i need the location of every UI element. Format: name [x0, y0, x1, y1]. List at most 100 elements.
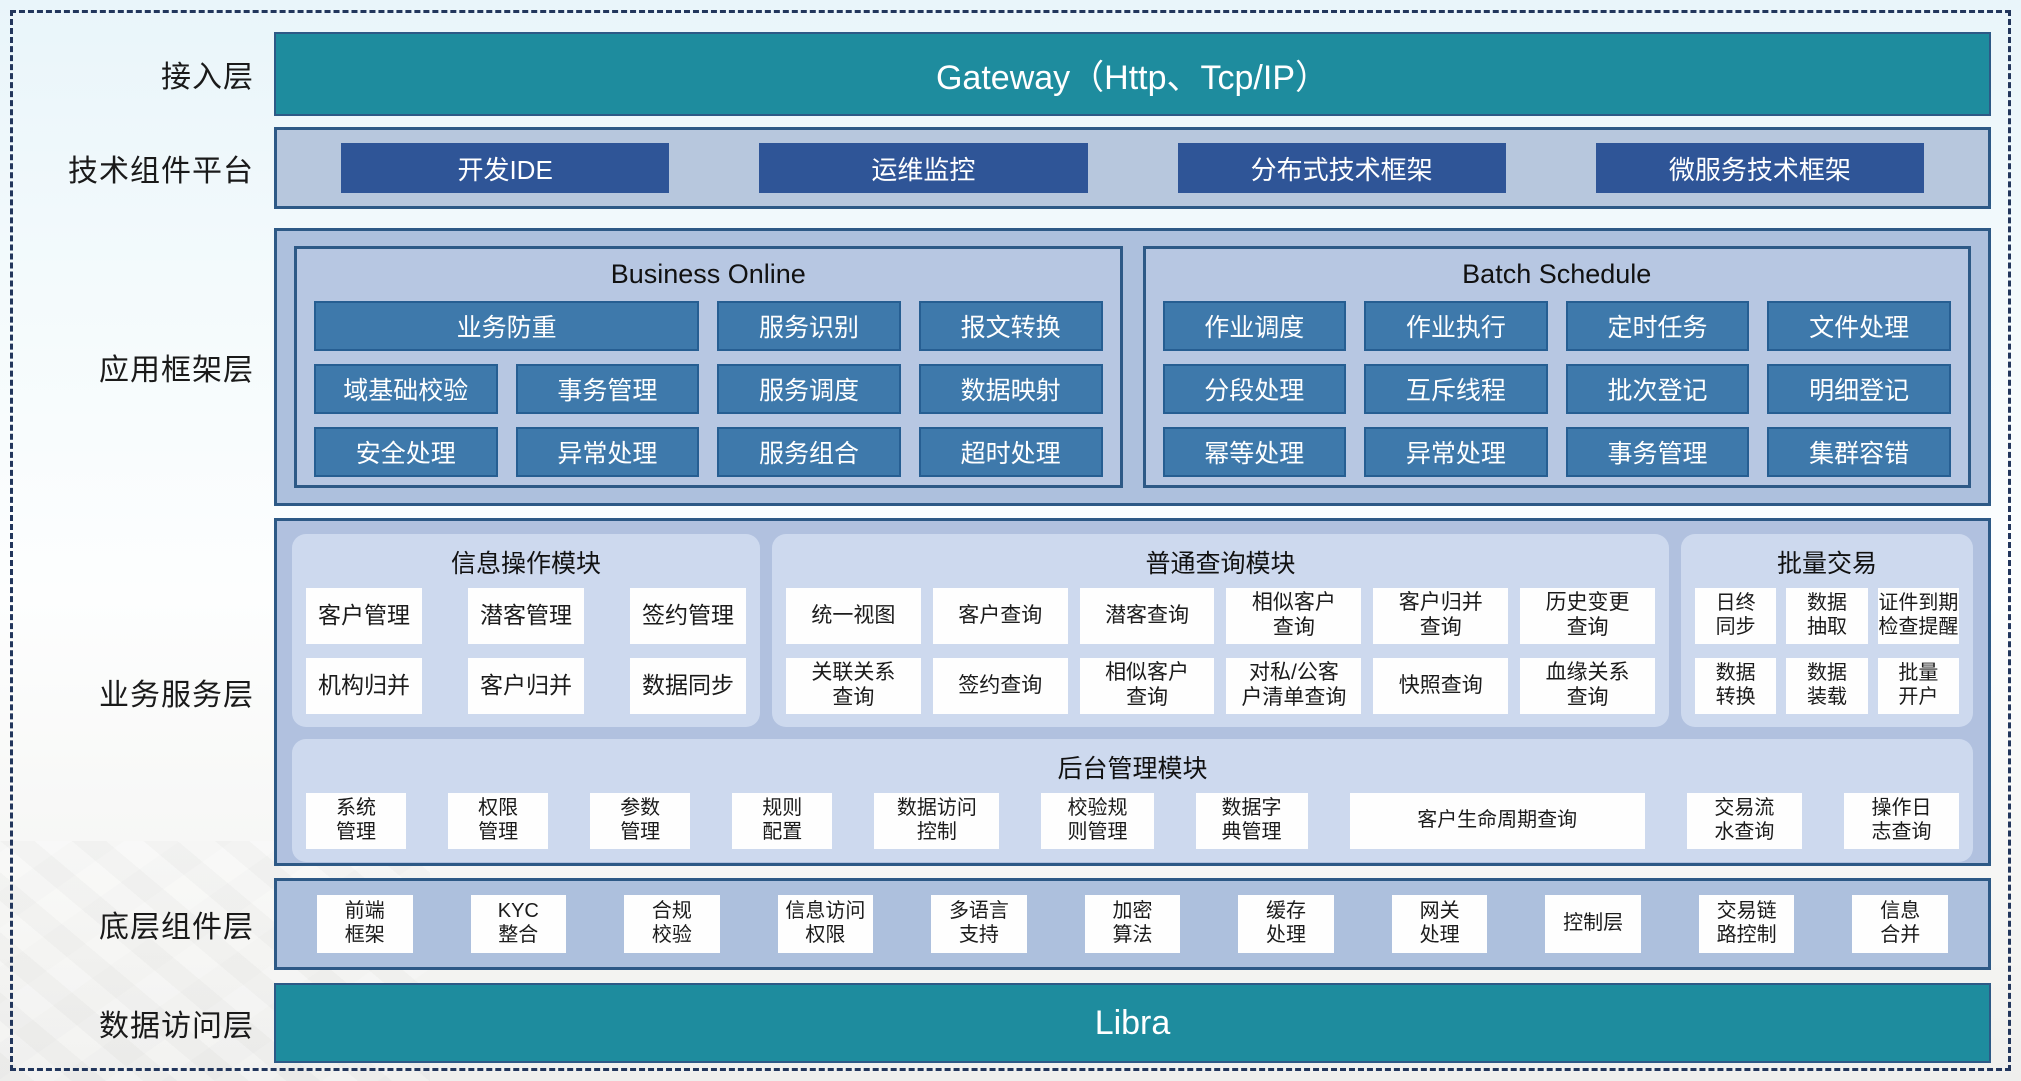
business-online-panel: Business Online 业务防重 服务识别 报文转换 域基础校验 事务管…: [294, 246, 1123, 488]
app-framework-label: 应用框架层: [99, 354, 254, 387]
base-cell: 缓存 处理: [1238, 895, 1334, 953]
fw-cell: 幂等处理: [1162, 427, 1347, 477]
svc-cell: 系统 管理: [306, 793, 407, 849]
svc-cell: 血缘关系 查询: [1520, 658, 1655, 714]
svc-cell: 数据同步: [630, 658, 746, 714]
data-access-band: 数据访问层 Libra: [14, 983, 2007, 1063]
admin-grid: 系统 管理 权限 管理 参数 管理 规则 配置 数据访问 控制 校验规 则管理 …: [306, 793, 1959, 849]
info-ops-grid: 客户管理 潜客管理 签约管理 机构归并 客户归并 数据同步: [306, 588, 746, 714]
fw-cell: 服务组合: [717, 427, 901, 477]
tech-item-dev-ide: 开发IDE: [341, 143, 670, 193]
app-framework-container: Business Online 业务防重 服务识别 报文转换 域基础校验 事务管…: [274, 228, 1991, 506]
svc-cell: 数据 装载: [1786, 658, 1868, 714]
fw-cell: 异常处理: [515, 427, 700, 477]
base-components-band: 底层组件层 前端 框架 KYC 整合 合规 校验 信息访问 权限 多语言 支持 …: [14, 878, 2007, 970]
tech-platform-band: 技术组件平台 开发IDE 运维监控 分布式技术框架 微服务技术框架: [14, 127, 2007, 209]
svc-cell: 校验规 则管理: [1041, 793, 1154, 849]
fw-cell: 域基础校验: [314, 364, 498, 414]
batch-schedule-panel: Batch Schedule 作业调度 作业执行 定时任务 文件处理 分段处理 …: [1142, 246, 1971, 488]
svc-cell: 客户生命周期查询: [1349, 793, 1645, 849]
batch-schedule-grid: 作业调度 作业执行 定时任务 文件处理 分段处理 互斥线程 批次登记 明细登记 …: [1162, 301, 1951, 477]
svc-cell: 签约管理: [630, 588, 746, 644]
tech-platform-label: 技术组件平台: [68, 155, 254, 188]
svc-cell: 客户归并: [468, 658, 584, 714]
architecture-diagram: 接入层 Gateway（Http、Tcp/IP） 技术组件平台 开发IDE 运维…: [14, 14, 2007, 1067]
svc-cell: 权限 管理: [448, 793, 549, 849]
svc-cell: 历史变更 查询: [1520, 588, 1655, 644]
svc-cell: 快照查询: [1373, 658, 1509, 714]
batch-trade-grid: 日终 同步 数据 抽取 证件到期 检查提醒 数据 转换 数据 装载 批量 开户: [1695, 588, 1959, 714]
access-layer-label: 接入层: [161, 61, 254, 94]
base-components-container: 前端 框架 KYC 整合 合规 校验 信息访问 权限 多语言 支持 加密 算法 …: [274, 878, 1991, 970]
common-query-title: 普通查询模块: [1145, 550, 1296, 578]
business-online-grid: 业务防重 服务识别 报文转换 域基础校验 事务管理 服务调度 数据映射 安全处理…: [314, 301, 1103, 477]
batch-trade-title: 批量交易: [1776, 550, 1877, 578]
svc-cell: 机构归并: [306, 658, 422, 714]
base-cell: 前端 框架: [317, 895, 413, 953]
tech-item-ops-monitor: 运维监控: [759, 143, 1088, 193]
fw-cell: 数据映射: [918, 364, 1103, 414]
base-cell: 多语言 支持: [931, 895, 1027, 953]
svc-cell: 交易流 水查询: [1686, 793, 1802, 849]
gateway-bar: Gateway（Http、Tcp/IP）: [274, 32, 1991, 116]
svc-cell: 统一视图: [786, 588, 921, 644]
fw-cell: 业务防重: [314, 301, 700, 351]
fw-cell: 集群容错: [1767, 427, 1951, 477]
fw-cell: 明细登记: [1767, 364, 1951, 414]
access-layer-band: 接入层 Gateway（Http、Tcp/IP）: [14, 32, 2007, 116]
fw-cell: 作业执行: [1364, 301, 1548, 351]
fw-cell: 互斥线程: [1364, 364, 1548, 414]
admin-title: 后台管理模块: [1057, 755, 1208, 783]
business-service-label: 业务服务层: [99, 679, 254, 712]
batch-trade-panel: 批量交易 日终 同步 数据 抽取 证件到期 检查提醒 数据 转换 数据 装载 批…: [1681, 534, 1973, 727]
base-cell: 交易链 路控制: [1698, 895, 1795, 953]
svc-cell: 操作日 志查询: [1843, 793, 1959, 849]
svc-cell: 参数 管理: [590, 793, 691, 849]
svc-cell: 数据 转换: [1695, 658, 1777, 714]
admin-panel: 后台管理模块 系统 管理 权限 管理 参数 管理 规则 配置 数据访问 控制 校…: [292, 739, 1973, 862]
svc-cell: 数据字 典管理: [1195, 793, 1308, 849]
svc-cell: 数据访问 控制: [874, 793, 1000, 849]
svc-cell: 证件到期 检查提醒: [1877, 588, 1959, 644]
svc-cell: 数据 抽取: [1786, 588, 1868, 644]
svc-cell: 日终 同步: [1695, 588, 1777, 644]
svc-cell: 规则 配置: [732, 793, 833, 849]
svc-cell: 关联关系 查询: [786, 658, 921, 714]
svc-cell: 客户查询: [932, 588, 1068, 644]
svc-cell: 客户归并 查询: [1373, 588, 1509, 644]
svc-cell: 潜客管理: [468, 588, 584, 644]
common-query-grid: 统一视图 客户查询 潜客查询 相似客户 查询 客户归并 查询 历史变更 查询 关…: [786, 588, 1655, 714]
svc-cell: 相似客户 查询: [1079, 658, 1215, 714]
info-ops-panel: 信息操作模块 客户管理 潜客管理 签约管理 机构归并 客户归并 数据同步: [292, 534, 760, 727]
fw-cell: 定时任务: [1565, 301, 1750, 351]
svc-cell: 潜客查询: [1079, 588, 1215, 644]
fw-cell: 事务管理: [515, 364, 700, 414]
app-framework-band: 应用框架层 Business Online 业务防重 服务识别 报文转换 域基础…: [14, 228, 2007, 506]
fw-cell: 批次登记: [1565, 364, 1750, 414]
base-cell: 信息访问 权限: [777, 895, 874, 953]
fw-cell: 作业调度: [1162, 301, 1347, 351]
svc-cell: 相似客户 查询: [1226, 588, 1362, 644]
fw-cell: 报文转换: [918, 301, 1103, 351]
info-ops-title: 信息操作模块: [450, 550, 601, 578]
base-cell: 合规 校验: [624, 895, 720, 953]
fw-cell: 超时处理: [918, 427, 1103, 477]
base-components-label: 底层组件层: [99, 911, 254, 944]
business-online-title: Business Online: [610, 259, 806, 289]
batch-schedule-title: Batch Schedule: [1462, 259, 1652, 289]
svc-cell: 批量 开户: [1877, 658, 1959, 714]
base-cell: 加密 算法: [1084, 895, 1181, 953]
tech-item-distributed-framework: 分布式技术框架: [1177, 143, 1506, 193]
fw-cell: 事务管理: [1565, 427, 1750, 477]
tech-item-microservice-framework: 微服务技术框架: [1595, 143, 1924, 193]
svc-cell: 对私/公客 户清单查询: [1226, 658, 1362, 714]
data-access-label: 数据访问层: [99, 1010, 254, 1043]
fw-cell: 安全处理: [314, 427, 498, 477]
libra-bar: Libra: [274, 983, 1991, 1063]
service-top-row: 信息操作模块 客户管理 潜客管理 签约管理 机构归并 客户归并 数据同步 普通查…: [292, 534, 1973, 727]
base-cell: 网关 处理: [1391, 895, 1488, 953]
common-query-panel: 普通查询模块 统一视图 客户查询 潜客查询 相似客户 查询 客户归并 查询 历史…: [772, 534, 1669, 727]
business-service-container: 信息操作模块 客户管理 潜客管理 签约管理 机构归并 客户归并 数据同步 普通查…: [274, 518, 1991, 866]
base-cell: KYC 整合: [470, 895, 567, 953]
base-cell: 控制层: [1545, 895, 1641, 953]
